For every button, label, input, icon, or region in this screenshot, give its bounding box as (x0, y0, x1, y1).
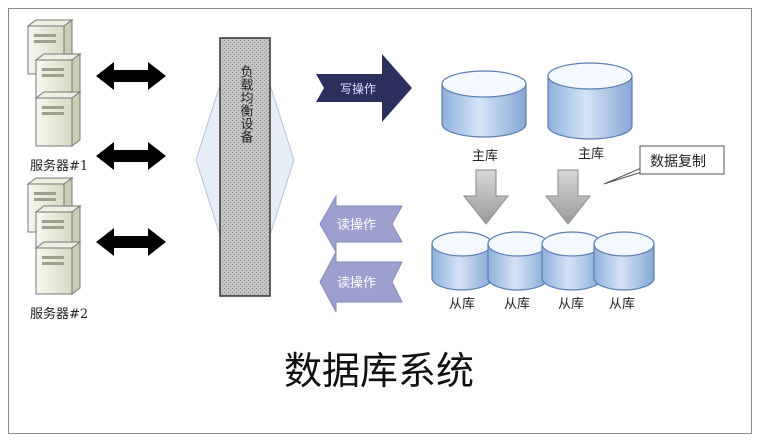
replication-callout-label: 数据复制 (650, 153, 706, 170)
slave-db-1: 从库 (431, 231, 493, 312)
slave-db-4-label: 从库 (609, 296, 635, 312)
replication-callout: 数据复制 (603, 145, 725, 185)
replication-arrow-1 (462, 169, 510, 225)
diagram-frame (8, 8, 752, 434)
slave-db-4: 从库 (593, 231, 655, 312)
master-db-2: 主库 (547, 62, 633, 162)
load-balancer: 负载均衡设备 (195, 37, 295, 297)
slave-db-3-label: 从库 (558, 296, 584, 312)
server-icon (34, 241, 82, 295)
replication-arrow-2 (544, 169, 592, 225)
read-operation-label-1: 读操作 (337, 217, 376, 233)
master-db-1: 主库 (441, 70, 527, 164)
server-group-1: 服务器#1 (26, 19, 88, 174)
write-arrow: 写操作 (316, 54, 412, 122)
balancer-right-chevron (269, 84, 295, 236)
read-arrow-1: 读操作 (319, 194, 403, 254)
balancer-left-chevron (195, 84, 221, 236)
diagram-title: 数据库系统 (284, 349, 474, 393)
slave-db-1-label: 从库 (449, 296, 475, 312)
slave-db-3: 从库 (541, 231, 603, 312)
load-balancer-label: 负载均衡设备 (238, 65, 254, 144)
server-group-2-label: 服务器#2 (30, 306, 88, 322)
master-db-1-label: 主库 (472, 148, 498, 164)
server-icon (34, 91, 82, 147)
read-arrow-2: 读操作 (319, 251, 403, 313)
double-arrow-icon (96, 228, 166, 256)
double-arrow-icon (96, 142, 166, 170)
read-operation-label-2: 读操作 (337, 275, 376, 291)
server-group-2: 服务器#2 (26, 177, 88, 322)
double-arrow-icon (96, 62, 166, 90)
slave-db-2-label: 从库 (504, 296, 530, 312)
server-group-1-label: 服务器#1 (30, 158, 88, 174)
master-db-2-label: 主库 (578, 146, 604, 162)
slave-db-2: 从库 (487, 231, 549, 312)
write-operation-label: 写操作 (340, 81, 376, 96)
